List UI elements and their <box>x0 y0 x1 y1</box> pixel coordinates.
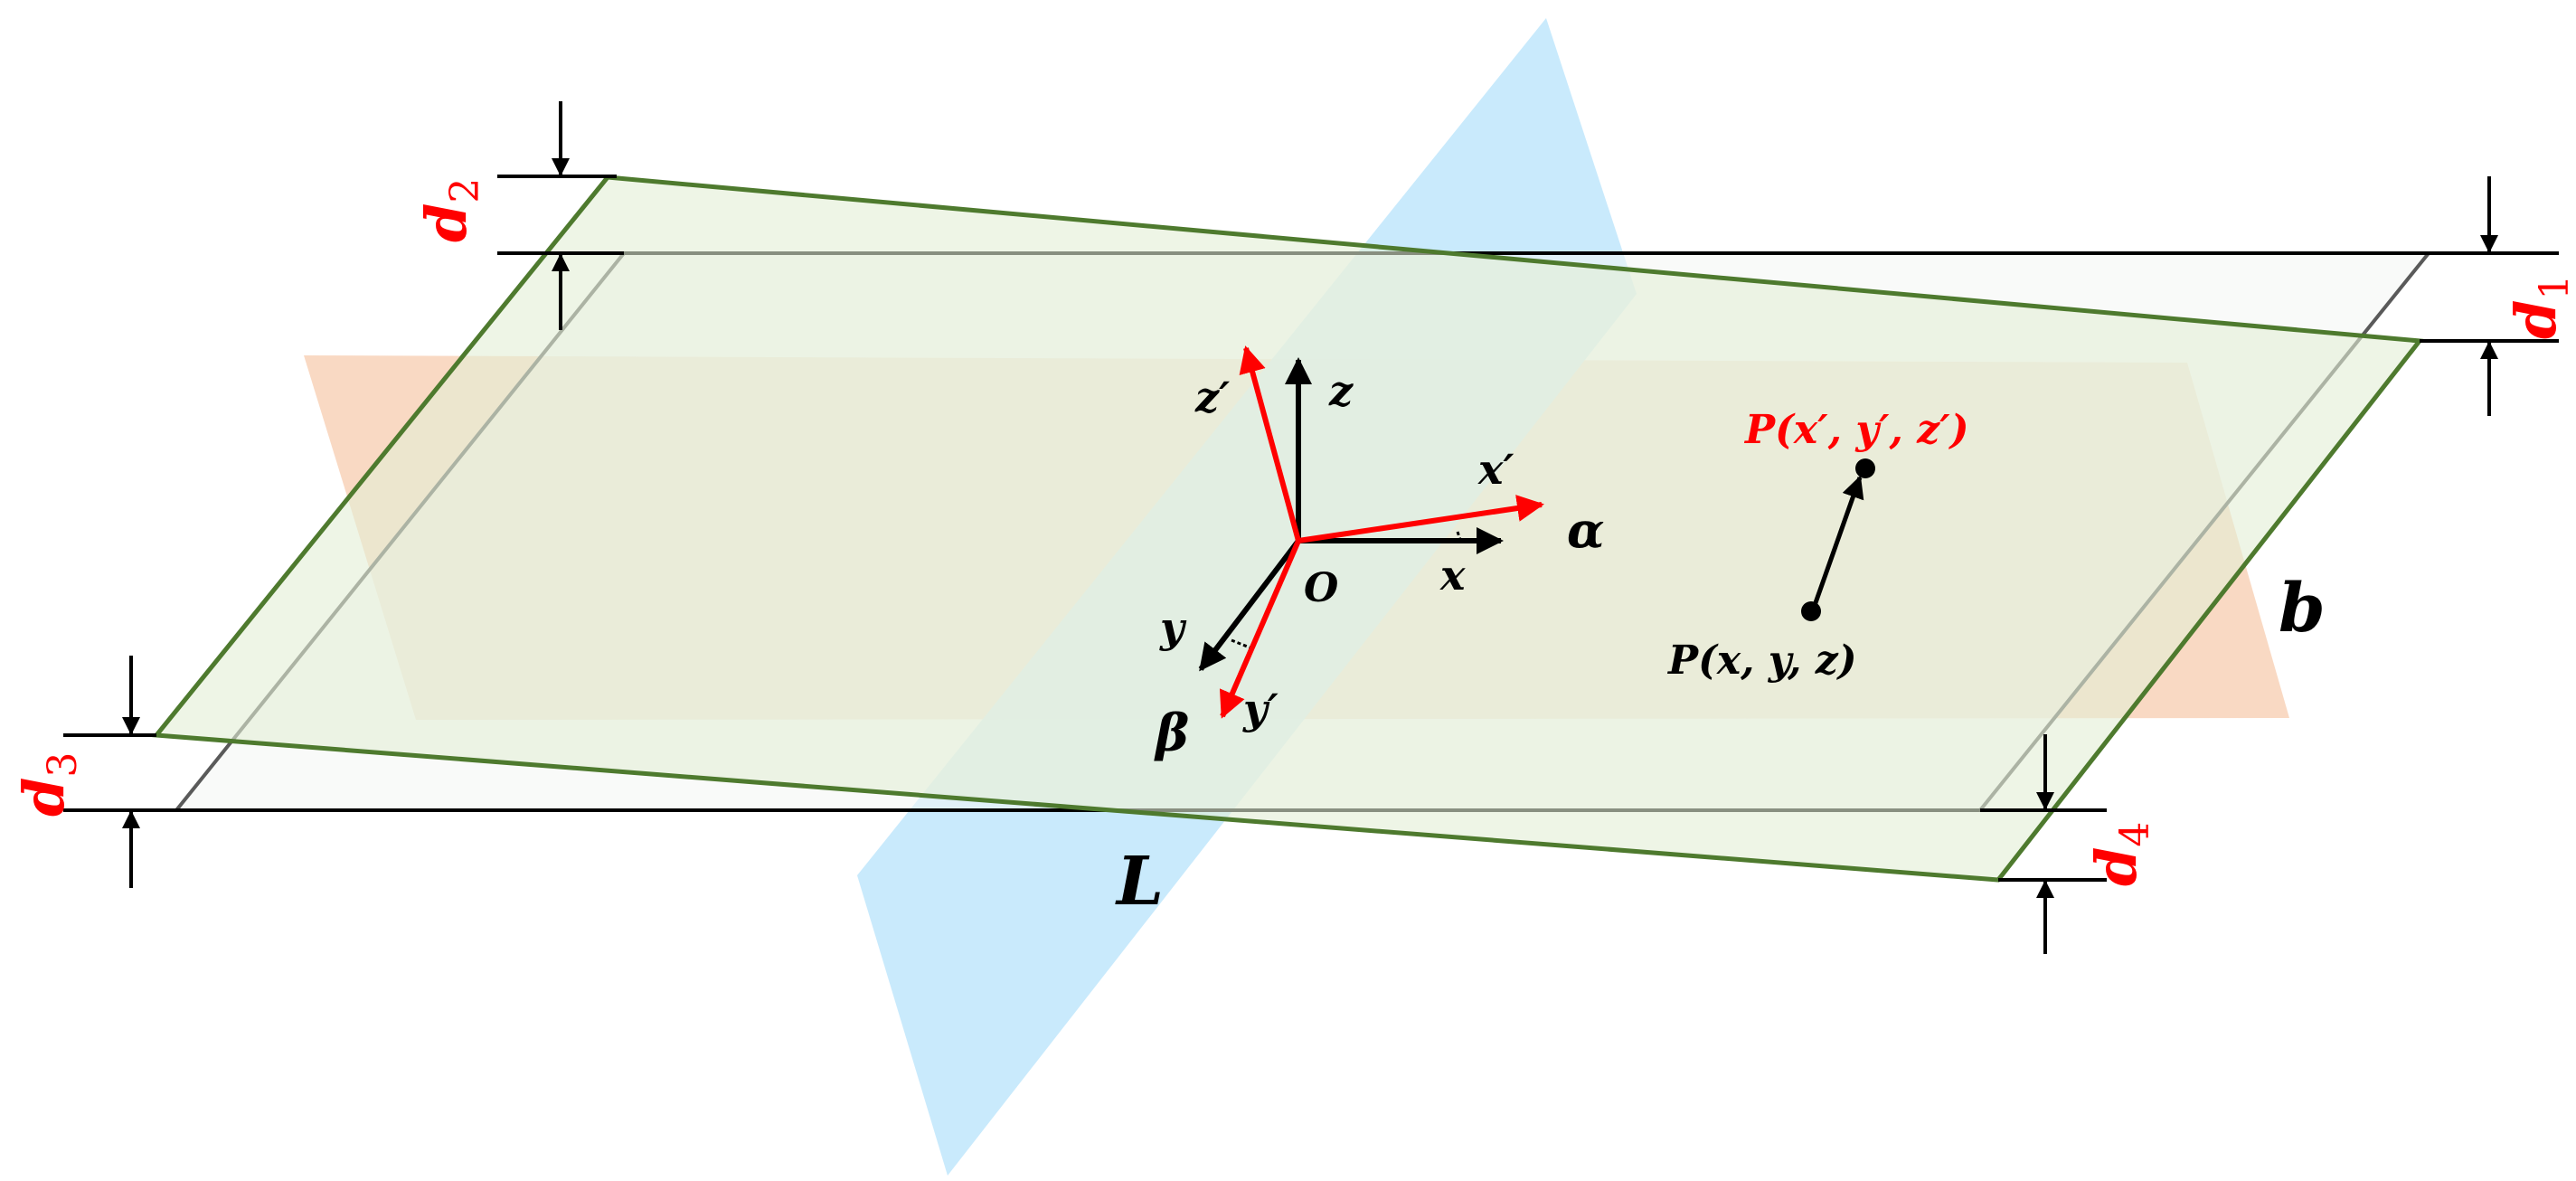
label-p-prime: P(x′, y′, z′) <box>1743 407 1969 453</box>
green-deformed-plane <box>156 177 2420 880</box>
label-y-prime: y′ <box>1242 685 1279 733</box>
label-l: L <box>1115 843 1164 921</box>
label-p: P(x, y, z) <box>1666 638 1857 684</box>
y-axis <box>1198 539 1301 672</box>
label-z-prime: z′ <box>1194 373 1230 421</box>
label-x-prime: x′ <box>1477 445 1514 494</box>
dimension-d4 <box>1980 734 2107 954</box>
label-d1: d1 <box>2503 275 2576 339</box>
label-d2: d2 <box>413 178 488 242</box>
angle-tick-y <box>1231 638 1250 649</box>
label-origin: O <box>1304 565 1338 611</box>
arrow-icon <box>1810 475 1864 611</box>
dimension-d1 <box>2420 176 2559 416</box>
label-y: y <box>1159 603 1187 652</box>
label-x: x <box>1439 551 1466 600</box>
point-transform <box>1801 458 1875 621</box>
y-prime-axis <box>1219 539 1301 719</box>
label-d3: d3 <box>11 752 86 817</box>
z-prime-axis <box>1239 345 1301 542</box>
label-b: b <box>2279 570 2326 647</box>
dot-icon <box>1801 601 1821 621</box>
dimension-d2 <box>497 101 624 330</box>
angle-tick-x <box>1456 531 1463 543</box>
dimension-d3 <box>63 656 176 888</box>
label-z: z <box>1328 366 1354 415</box>
x-prime-axis <box>1297 495 1544 543</box>
dot-icon <box>1855 458 1875 478</box>
label-d4: d4 <box>2083 822 2158 886</box>
coordinate-axes <box>1198 345 1544 719</box>
label-beta: β <box>1154 704 1189 763</box>
label-alpha: α <box>1567 501 1605 559</box>
